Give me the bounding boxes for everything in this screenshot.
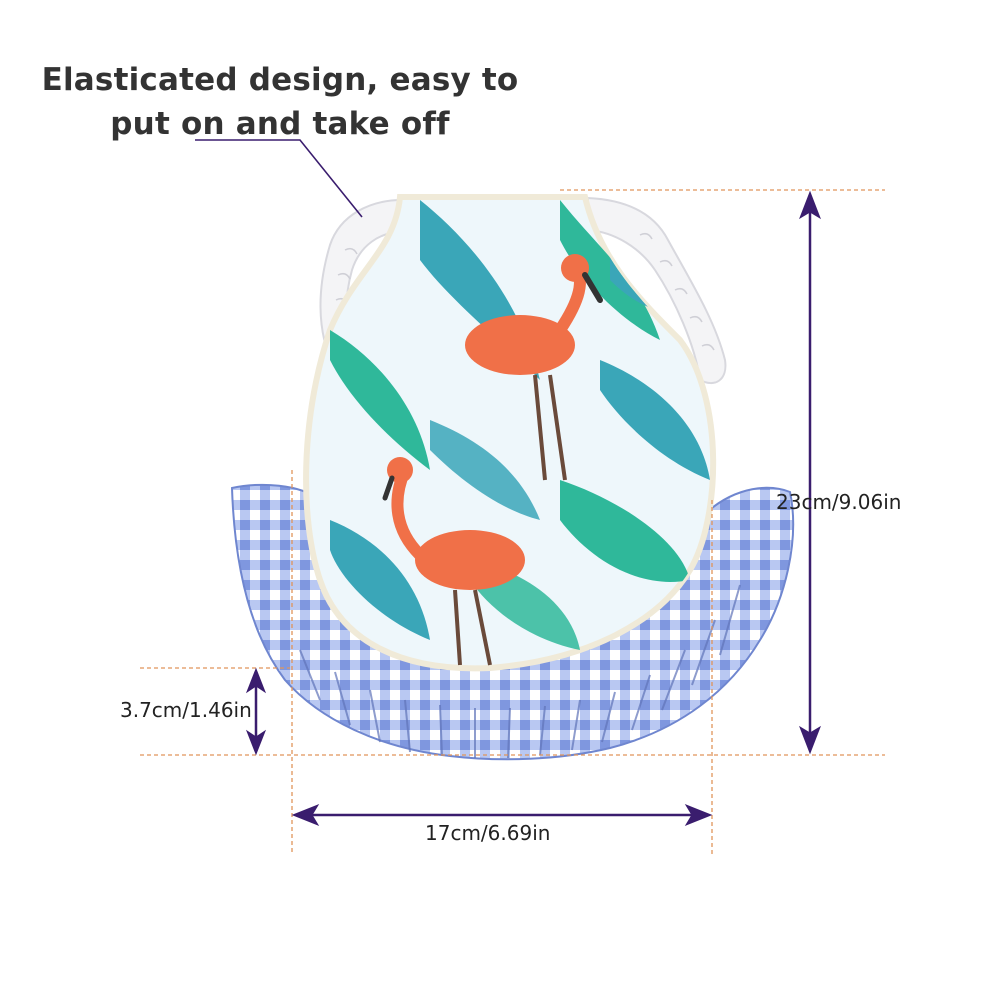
headline: Elasticated design, easy to put on and t… [40,58,520,146]
height-label: 23cm/9.06in [776,490,902,514]
frill-height-label: 3.7cm/1.46in [120,698,252,722]
width-label: 17cm/6.69in [425,821,551,845]
callout-line [195,139,363,218]
guide-lines [140,189,885,855]
headline-line-1: Elasticated design, easy to [41,62,519,98]
height-arrow [799,190,821,755]
headline-line-2: put on and take off [110,106,450,142]
frill-arrow [245,667,267,756]
flamingo-print-bib [303,194,717,672]
width-arrow [291,803,713,827]
elastic-strap-right [587,196,727,385]
